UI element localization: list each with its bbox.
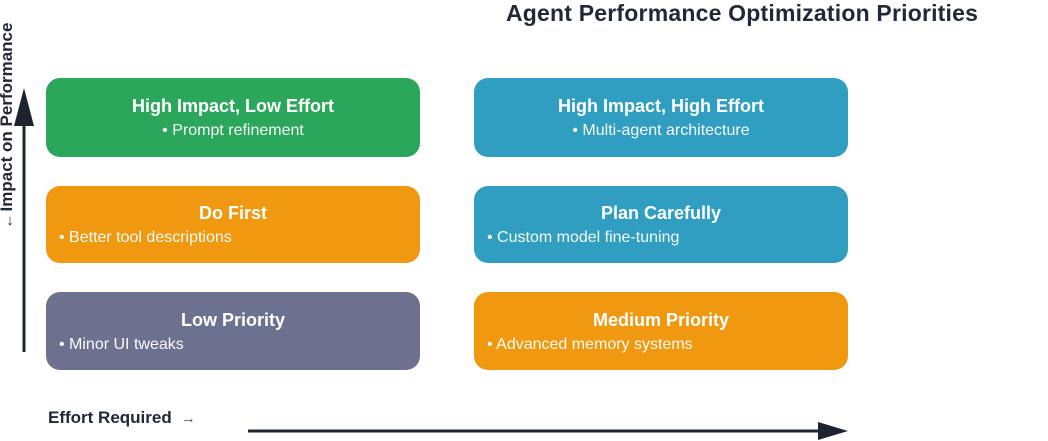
cell-title: Plan Carefully [600, 203, 722, 223]
x-axis-label: Effort Required → [48, 408, 196, 428]
cell-medium-priority: Medium Priority • Advanced memory system… [474, 292, 848, 370]
cell-low-priority: Low Priority • Minor UI tweaks [46, 292, 420, 370]
cell-bullet: • Advanced memory systems [487, 335, 693, 353]
y-axis-label: Impact on Performance [0, 22, 16, 212]
cell-bullet: • Better tool descriptions [59, 229, 232, 246]
cell-bullet: • Multi-agent architecture [572, 122, 750, 139]
cell-high-impact-low-effort: High Impact, Low Effort • Prompt refinem… [46, 78, 420, 157]
cell-title: Do First [198, 203, 267, 223]
x-axis-right-arrow-glyph-icon: → [180, 410, 196, 427]
cell-bullet: • Prompt refinement [162, 122, 304, 139]
cell-do-first: Do First • Better tool descriptions [46, 186, 420, 263]
cell-high-impact-high-effort: High Impact, High Effort • Multi-agent a… [474, 78, 848, 157]
cell-title: High Impact, Low Effort [132, 96, 334, 116]
cell-title: Low Priority [180, 309, 285, 330]
cell-title: Medium Priority [592, 309, 730, 330]
cell-bullet: • Custom model fine-tuning [487, 229, 680, 246]
cell-plan-carefully: Plan Carefully • Custom model fine-tunin… [474, 186, 848, 263]
x-axis-right-arrow-icon [248, 422, 848, 440]
priority-matrix: High Impact, Low Effort • Prompt refinem… [46, 78, 848, 370]
cell-bullet: • Minor UI tweaks [59, 335, 184, 353]
y-axis-down-arrow-icon: ↓ [6, 212, 14, 229]
page-title: Agent Performance Optimization Prioritie… [506, 0, 979, 26]
cell-title: High Impact, High Effort [558, 96, 764, 116]
x-axis-label-text: Effort Required [48, 408, 172, 427]
